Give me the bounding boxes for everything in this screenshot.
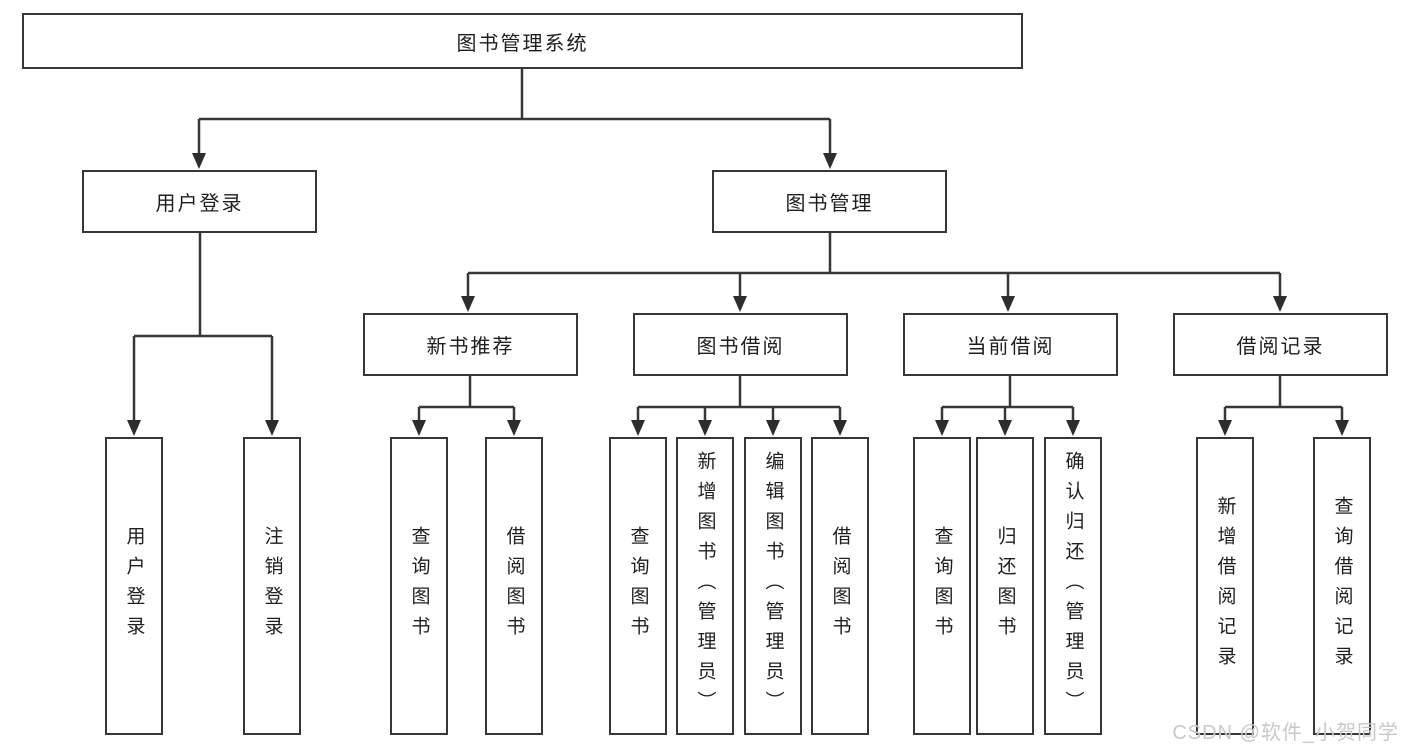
leaf-bor-edit-book-box: 编辑图书（管理员） [744,437,802,735]
arrowhead-user-login [192,153,206,169]
connector-book-borrow-children [636,376,842,420]
connector-new-book-rec-children [417,376,516,420]
leaf-rec-query-book-label: 查询图书 [408,526,430,646]
connector-current-borrow-children [940,376,1075,420]
arrowhead-rec-borrow-book [507,420,521,436]
leaf-bor-borrow-book-label: 借阅图书 [829,526,851,646]
leaf-cur-return-book-box: 归还图书 [976,437,1034,735]
arrowhead-new-book-rec [461,296,475,312]
leaf-user-login-label: 用户登录 [123,526,145,646]
leaf-rec-borrow-book-label: 借阅图书 [503,526,525,646]
arrowhead-brec-add-record [1218,420,1232,436]
node-new-book-rec-label: 新书推荐 [426,336,515,358]
connector-user-login-children [132,233,274,420]
arrowhead-brec-query-record [1335,420,1349,436]
connector-root-to-level2 [197,69,832,153]
leaf-cur-return-book-label: 归还图书 [994,526,1016,646]
node-current-borrow-box: 当前借阅 [903,313,1118,376]
leaf-bor-query-book-label: 查询图书 [627,526,649,646]
node-user-login-box: 用户登录 [82,170,317,233]
leaf-rec-query-book-box: 查询图书 [390,437,448,735]
leaf-brec-query-record-label: 查询借阅记录 [1331,496,1353,676]
node-new-book-rec-box: 新书推荐 [363,313,578,376]
leaf-logout-box: 注销登录 [243,437,301,735]
leaf-user-login-box: 用户登录 [105,437,163,735]
arrowhead-bor-borrow-book [833,420,847,436]
node-root-label: 图书管理系统 [456,32,589,55]
node-book-mgmt-box: 图书管理 [712,170,947,233]
node-current-borrow-label: 当前借阅 [966,336,1055,358]
arrowhead-current-borrow [1001,296,1015,312]
node-root-box: 图书管理系统 [22,13,1023,69]
connector-book-mgmt-children [466,233,1282,296]
node-book-mgmt-label: 图书管理 [785,193,874,215]
leaf-cur-confirm-return-box: 确认归还（管理员） [1044,437,1102,735]
arrowhead-bor-query-book [631,420,645,436]
leaf-brec-add-record-box: 新增借阅记录 [1196,437,1254,735]
leaf-brec-query-record-box: 查询借阅记录 [1313,437,1371,735]
arrowhead-book-borrow [733,296,747,312]
arrowhead-logout-leaf [265,420,279,436]
leaf-brec-add-record-label: 新增借阅记录 [1214,496,1236,676]
leaf-cur-query-book-box: 查询图书 [913,437,971,735]
leaf-bor-borrow-book-box: 借阅图书 [811,437,869,735]
arrowhead-bor-edit-book [766,420,780,436]
leaf-bor-add-book-label: 新增图书（管理员） [694,451,716,721]
node-book-borrow-label: 图书借阅 [696,336,785,358]
node-user-login-label: 用户登录 [155,193,244,215]
csdn-watermark: CSDN @软件_小贺同学 [1172,722,1399,744]
arrowhead-cur-return-book [998,420,1012,436]
leaf-bor-edit-book-label: 编辑图书（管理员） [762,451,784,721]
leaf-cur-confirm-return-label: 确认归还（管理员） [1062,451,1084,721]
leaf-bor-query-book-box: 查询图书 [609,437,667,735]
node-borrow-record-box: 借阅记录 [1173,313,1388,376]
leaf-logout-label: 注销登录 [261,526,283,646]
node-borrow-record-label: 借阅记录 [1236,336,1325,358]
arrowhead-user-login-leaf [127,420,141,436]
arrowhead-borrow-record [1273,296,1287,312]
arrowhead-rec-query-book [412,420,426,436]
arrowhead-book-mgmt [823,153,837,169]
leaf-cur-query-book-label: 查询图书 [931,526,953,646]
arrowhead-bor-add-book [698,420,712,436]
connector-borrow-record-children [1223,376,1344,420]
arrowhead-cur-confirm-return [1066,420,1080,436]
node-book-borrow-box: 图书借阅 [633,313,848,376]
leaf-bor-add-book-box: 新增图书（管理员） [676,437,734,735]
arrowhead-cur-query-book [935,420,949,436]
leaf-rec-borrow-book-box: 借阅图书 [485,437,543,735]
